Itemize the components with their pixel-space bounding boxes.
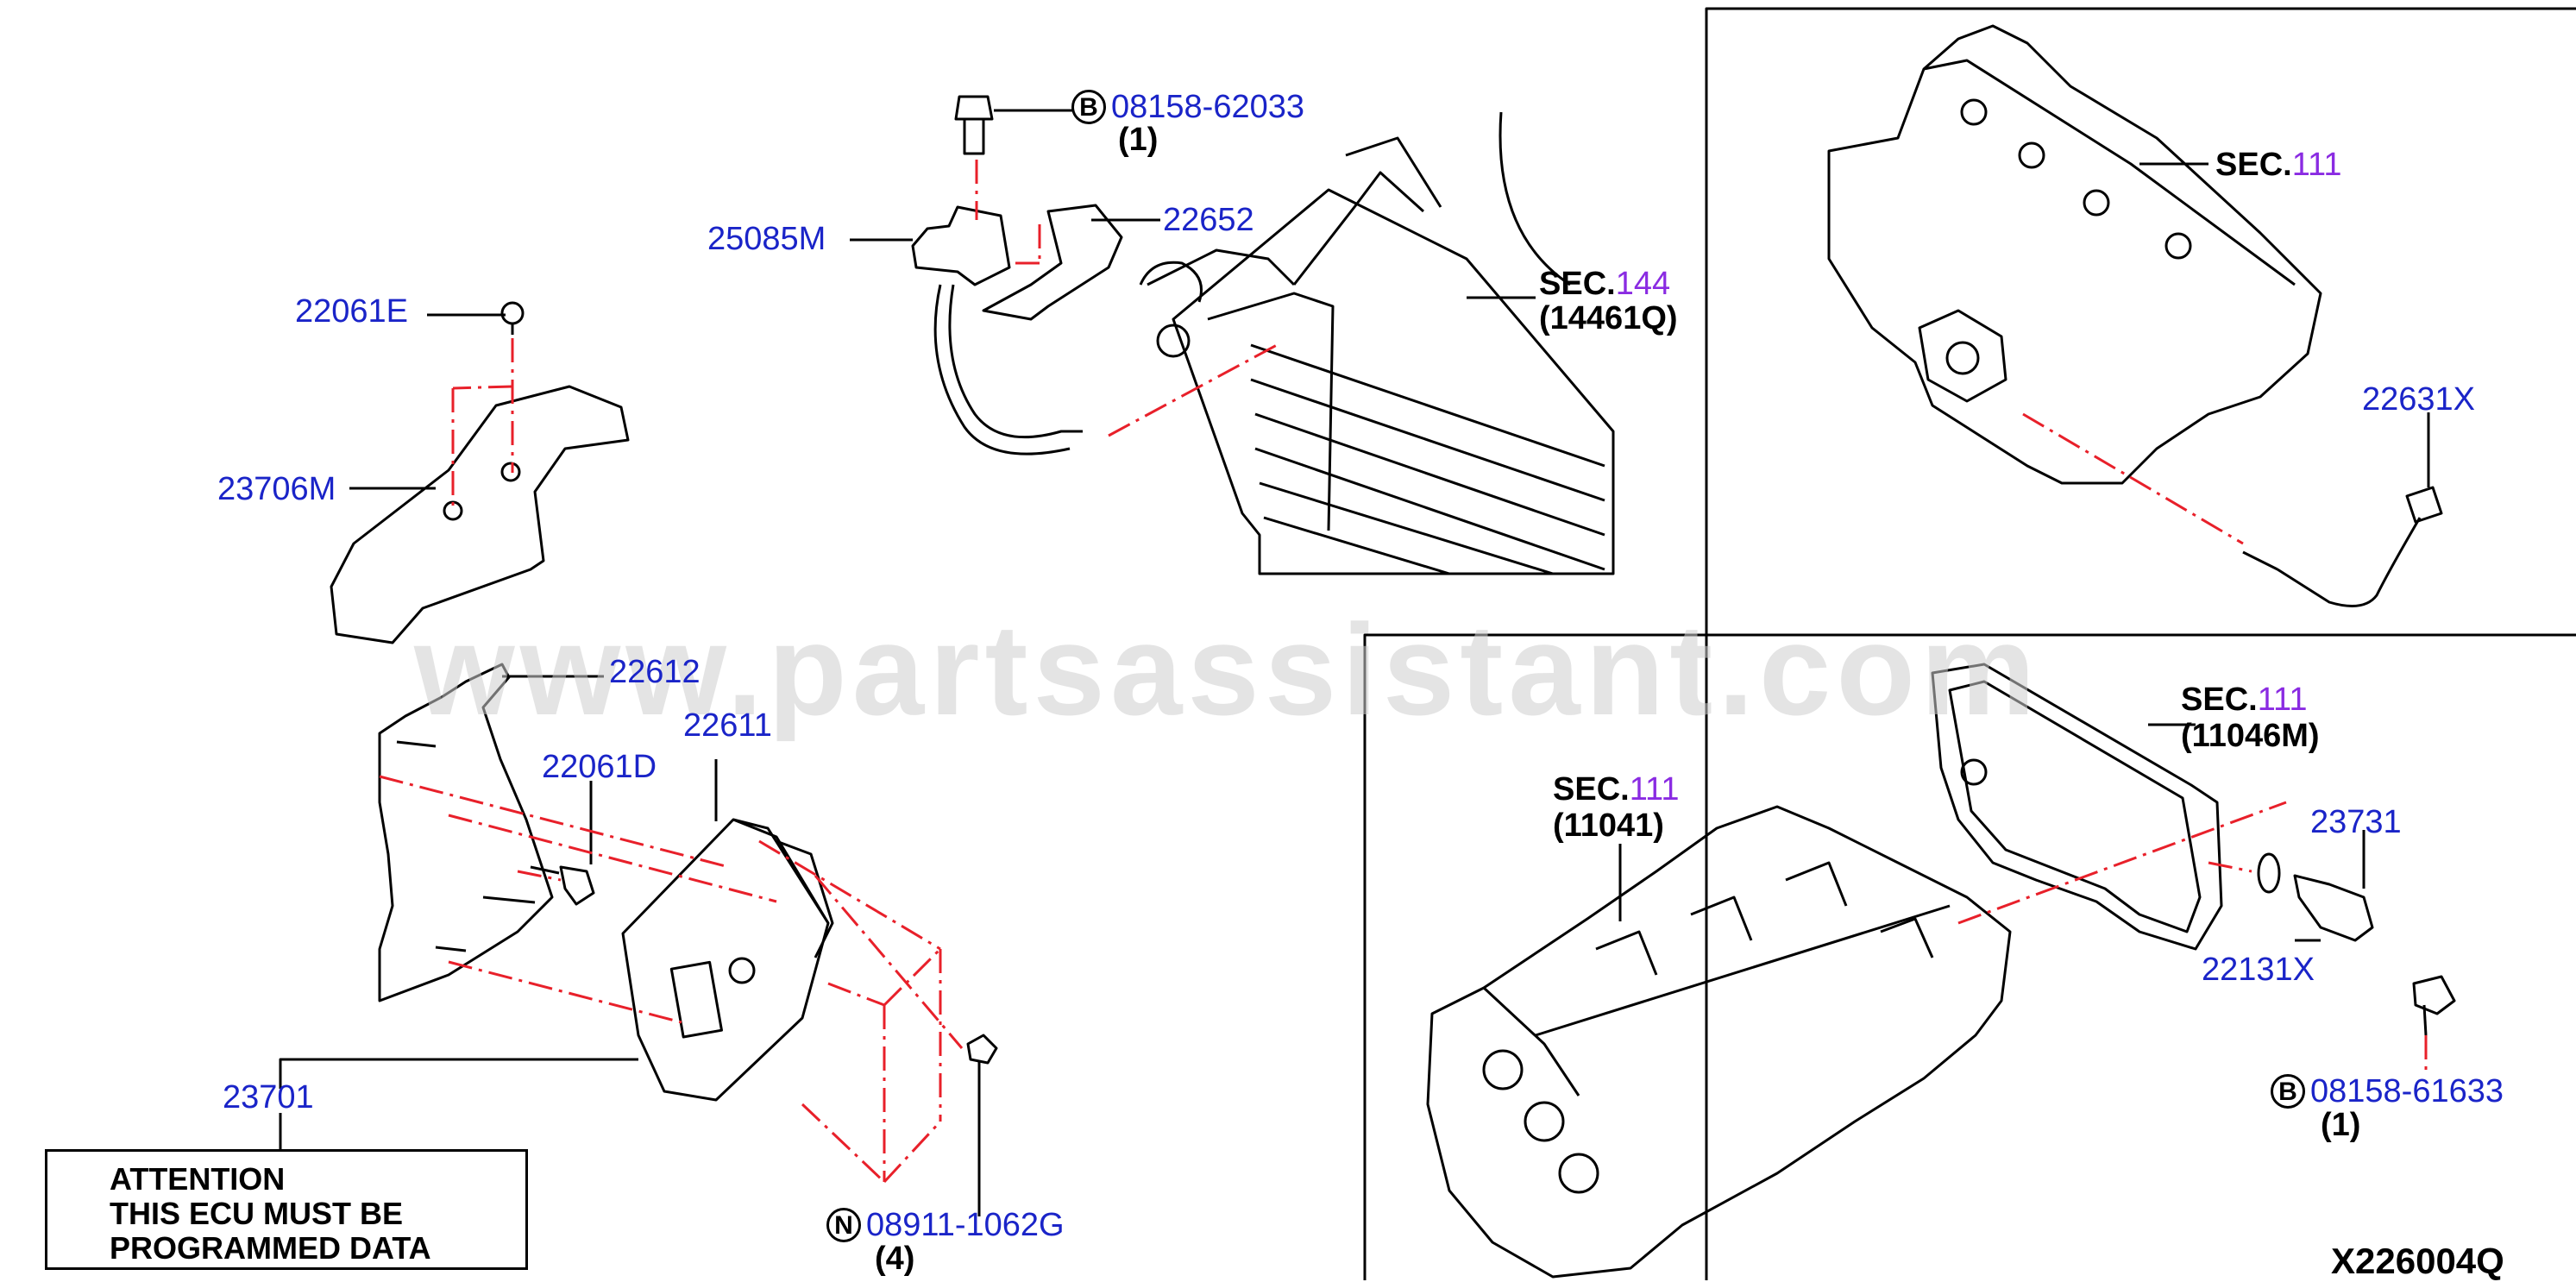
section-111-head[interactable]: SEC.111 [1553, 773, 1679, 806]
sensor-22631x [2242, 486, 2443, 607]
section-144[interactable]: SEC.144 [1539, 267, 1670, 300]
attention-line-1: ATTENTION [110, 1161, 286, 1197]
label-22061d[interactable]: 22061D [542, 749, 657, 785]
bolt-22061d [530, 865, 595, 906]
label-25085m[interactable]: 25085M [707, 221, 826, 257]
section-label: SEC. [1539, 266, 1616, 302]
section-111-head-ref: (11041) [1553, 808, 1664, 844]
label-22061e[interactable]: 22061E [295, 293, 409, 330]
intercooler [1139, 111, 1615, 575]
cylinder-head-upper [1827, 24, 2322, 485]
section-111-upper[interactable]: SEC.111 [2215, 148, 2341, 181]
section-number: 111 [1629, 771, 1680, 808]
label-22131x[interactable]: 22131X [2202, 952, 2315, 988]
label-22652[interactable]: 22652 [1163, 202, 1254, 238]
nut-number: 08911-1062G [866, 1207, 1065, 1243]
label-22611[interactable]: 22611 [683, 707, 772, 744]
b-badge: B [2271, 1074, 2305, 1109]
cylinder-head-lower [1426, 805, 2012, 1279]
inset-frame-bottom-right [1363, 633, 2576, 1280]
section-label: SEC. [1553, 771, 1630, 808]
section-144-ref: (14461Q) [1539, 300, 1678, 336]
label-22631x[interactable]: 22631X [2362, 381, 2476, 418]
attention-line-2: THIS ECU MUST BE [110, 1196, 404, 1231]
gasket-11046m [1931, 663, 2223, 951]
bracket-22612 [378, 663, 554, 1002]
label-23706m[interactable]: 23706M [217, 471, 336, 507]
bolt-number: 08158-61633 [2310, 1073, 2504, 1109]
bolt-number: 08158-62033 [1111, 89, 1304, 125]
ecu-22611 [621, 818, 834, 1102]
diagram-code: X226004Q [2331, 1241, 2504, 1281]
label-23731[interactable]: 23731 [2310, 804, 2402, 840]
qty-08158-62033: (1) [1118, 122, 1159, 158]
watermark: www.partsassistant.com [414, 597, 2041, 742]
clip-22061e [500, 301, 525, 335]
section-label: SEC. [2215, 147, 2292, 183]
attention-box: ATTENTION THIS ECU MUST BE PROGRAMMED DA… [45, 1149, 528, 1270]
section-number: 111 [2291, 147, 2342, 183]
bolt-08158-61633 [2412, 975, 2456, 1036]
label-22612[interactable]: 22612 [609, 654, 701, 690]
cover-23706m [330, 385, 630, 644]
section-number: 111 [2257, 682, 2308, 718]
section-number: 144 [1615, 266, 1671, 302]
nut-08911 [966, 1034, 998, 1216]
sensor-25085m [911, 205, 1083, 456]
b-badge: B [1071, 90, 1106, 124]
bolt-08158-62033 [954, 95, 994, 155]
inset-frame-top-right [1705, 7, 2576, 1280]
section-111-gasket-ref: (11046M) [2181, 718, 2320, 754]
attention-line-3: PROGRAMMED DATA [110, 1230, 431, 1266]
qty-08158-61633: (1) [2321, 1107, 2361, 1143]
label-23701[interactable]: 23701 [223, 1079, 314, 1115]
sensor-23731 [2257, 852, 2374, 942]
bracket-22652 [982, 204, 1123, 321]
n-badge: N [826, 1208, 861, 1242]
section-label: SEC. [2181, 682, 2258, 718]
qty-08911-1062g: (4) [875, 1241, 915, 1277]
section-111-gasket[interactable]: SEC.111 [2181, 683, 2307, 716]
